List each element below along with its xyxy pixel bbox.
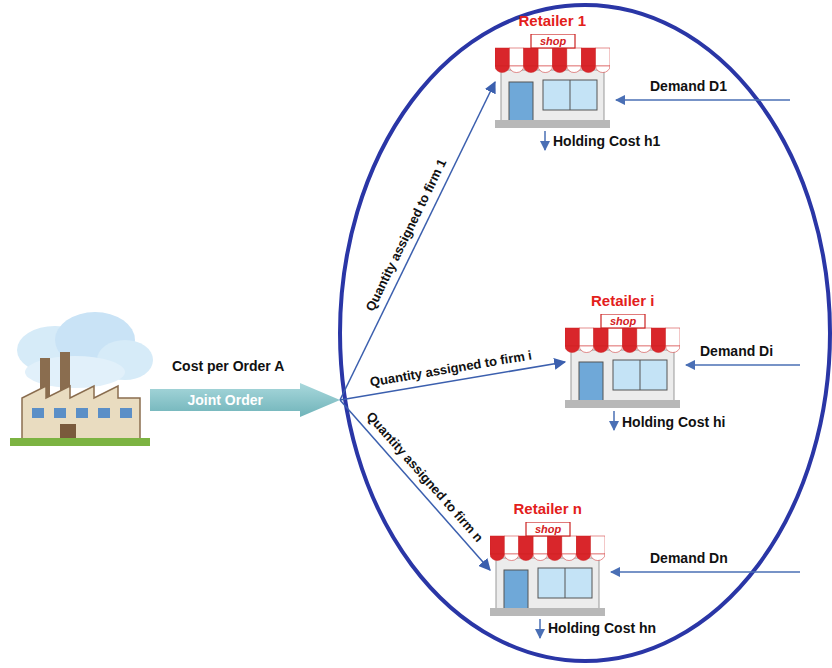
- flow-label: Holding Cost hn: [548, 620, 656, 636]
- demand-arrow: [686, 364, 800, 366]
- holding-arrow: [613, 411, 615, 430]
- shop-sign-text: shop: [610, 315, 636, 327]
- cost-label: Cost per Order A: [172, 358, 284, 374]
- flow-label: Holding Cost hi: [622, 414, 725, 430]
- quantity-connector: [340, 400, 490, 570]
- retailer-name: Retailer 1: [519, 12, 587, 29]
- flow-label: Holding Cost h1: [553, 133, 660, 149]
- factory-illustration: [10, 312, 153, 446]
- arrow-label: Joint Order: [188, 392, 263, 408]
- flow-label: Demand D1: [650, 78, 727, 94]
- retailer-name: Retailer n: [514, 500, 582, 517]
- retailer-name: Retailer i: [591, 292, 654, 309]
- shop-icon: [495, 34, 610, 129]
- flow-label: Demand Dn: [650, 550, 728, 566]
- block-arrow: Joint Order: [150, 383, 340, 417]
- retailer-shop: Retailer i shop: [565, 292, 680, 409]
- shop-icon: [565, 314, 680, 409]
- edge-label: Quantity assigned to firm n: [362, 409, 485, 545]
- holding-arrow: [544, 131, 546, 150]
- retailer-shop: Retailer n shop: [490, 500, 605, 617]
- quantity-connector: [340, 82, 495, 400]
- retailer-shop: Retailer 1 shop: [495, 12, 610, 129]
- flow-label: Demand Di: [700, 343, 773, 359]
- edge-label: Quantity assigned to firm 1: [364, 157, 451, 314]
- shop-sign-text: shop: [535, 523, 561, 535]
- shop-icon: [490, 522, 605, 617]
- shop-sign-text: shop: [540, 35, 566, 47]
- group-ellipse: [340, 5, 830, 661]
- demand-arrow: [611, 571, 800, 573]
- demand-arrow: [616, 99, 790, 101]
- edge-label: Quantity assigned to firm i: [368, 349, 532, 391]
- holding-arrow: [539, 619, 541, 638]
